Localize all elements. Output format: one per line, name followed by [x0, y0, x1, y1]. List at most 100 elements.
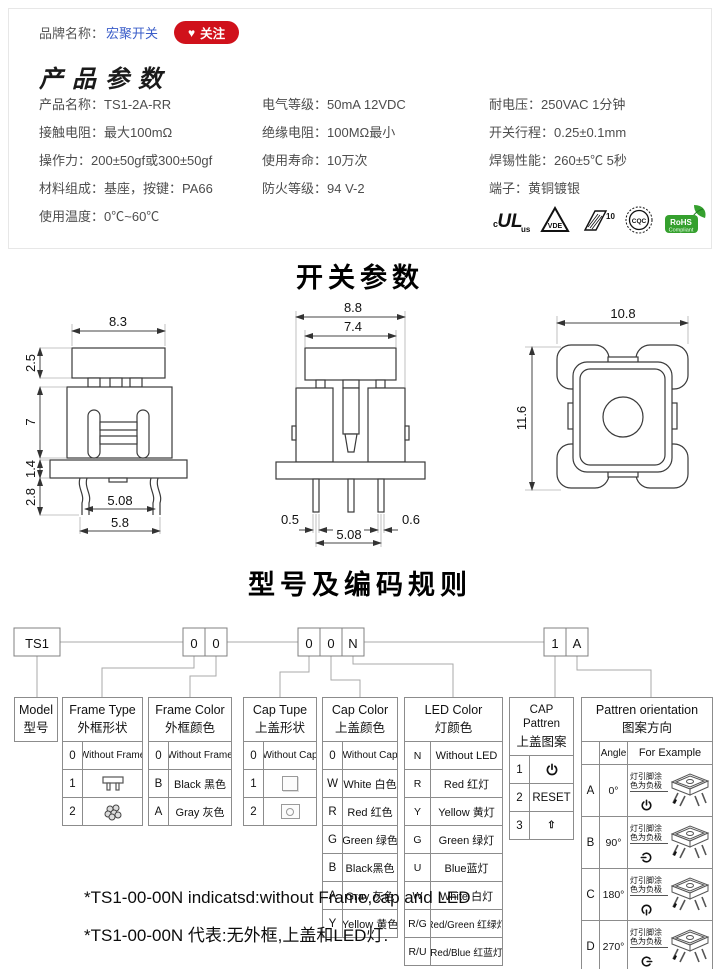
table-row: 3⇧ [510, 811, 573, 839]
switch-example-drawing [670, 773, 710, 807]
code-digit: 0 [212, 636, 219, 651]
dim-label: 0.5 [281, 512, 299, 527]
dim-label: 5.08 [107, 493, 132, 508]
dim-label: 2.8 [25, 488, 38, 506]
svg-text:Compliant: Compliant [669, 228, 694, 234]
dim-label: 0.6 [402, 512, 420, 527]
dim-label: 2.5 [25, 354, 38, 372]
param-item: 电气等级：50mA 12VDC [262, 97, 406, 112]
side-view-drawing: 8.8 7.4 0.5 0.6 5.08 [275, 300, 426, 547]
product-params-grid: 产品名称：TS1-2A-RR 电气等级：50mA 12VDC 耐电压：250VA… [39, 97, 699, 225]
dim-label: 10.8 [610, 306, 635, 321]
led-pin-note: 灯引脚涂色为负极 [630, 876, 668, 896]
footnote-cn: *TS1-00-00N 代表:无外框,上盖和LED灯. [84, 926, 389, 945]
switch-example-drawing [670, 877, 710, 911]
switch-example-drawing [670, 929, 710, 963]
switch-params-heading: 开关参数 [296, 263, 424, 293]
param-item: 绝缘电阻：100MΩ最小 [262, 125, 396, 140]
param-item: 防火等级：94 V-2 [262, 181, 365, 196]
param-item: 接触电阻：最大100mΩ [39, 125, 173, 140]
dim-label: 7.4 [344, 319, 362, 334]
dim-label: 5.08 [336, 527, 361, 542]
led-pin-note: 灯引脚涂色为负极 [630, 772, 668, 792]
param-item: 产品名称：TS1-2A-RR [39, 97, 172, 112]
svg-text:CQC: CQC [632, 218, 647, 225]
svg-text:10: 10 [606, 212, 615, 221]
svg-text:VDE: VDE [548, 223, 563, 230]
product-params-title: 产品参数 [39, 64, 171, 93]
square-cap-icon [282, 776, 298, 791]
dim-label: 8.3 [109, 314, 127, 329]
footnotes: *TS1-00-00N indicatsd:without Frame,cap … [84, 888, 470, 959]
coding-diagram: TS1 0 0 0 0 N 1 A [13, 627, 652, 697]
vde-icon: VDE [540, 205, 570, 232]
round-hole-cap-icon [280, 804, 300, 819]
frame-style-1-icon [101, 776, 124, 791]
power-icon [546, 763, 557, 775]
code-digit: N [348, 636, 357, 651]
power-icon [640, 852, 652, 863]
rohs-icon: RoHS Compliant [665, 205, 706, 234]
brand-row: 品牌名称： 宏聚开关 ♥ 关注 [39, 21, 240, 44]
orientation-row: D 270° 灯引脚涂色为负极 [582, 920, 712, 969]
param-item: 耐电压：250VAC 1分钟 [489, 97, 626, 112]
param-item: 操作力：200±50gf或300±50gf [39, 153, 213, 168]
svg-text:RoHS: RoHS [670, 218, 692, 227]
arrow-up-icon: ⇧ [547, 820, 556, 831]
code-digit: 0 [305, 636, 312, 651]
code-digit: 0 [327, 636, 334, 651]
dim-label: 5.8 [111, 515, 129, 530]
front-view-drawing: 8.3 5.08 5.8 2.5 7 1.4 2.8 [25, 314, 188, 534]
dim-label: 8.8 [344, 300, 362, 315]
param-item: 使用寿命：10万次 [262, 153, 368, 168]
table-row: 2 [244, 797, 316, 825]
dim-label: 11.6 [514, 406, 529, 430]
brand-link[interactable]: 宏聚开关 [106, 26, 159, 41]
dim-label: 1.4 [25, 460, 38, 478]
frame-style-2-icon [104, 804, 121, 820]
table-row: 1 [510, 756, 573, 783]
param-item: 材料组成：基座，按键：PA66 [39, 181, 213, 196]
certification-icons: c UL us VDE 10 CQC RoHS [491, 204, 709, 236]
code-model: TS1 [25, 636, 49, 651]
follow-button[interactable]: ♥ 关注 [174, 21, 240, 44]
svg-text:UL: UL [497, 211, 522, 232]
dim-label: 7 [25, 418, 38, 425]
enec10-icon: 10 [583, 210, 615, 231]
coding-rules-heading: 型号及编码规则 [248, 570, 472, 600]
ul-icon: c UL us [493, 211, 531, 234]
product-params-card: 品牌名称： 宏聚开关 ♥ 关注 产品参数 产品名称：TS1-2A-RR 电气等级… [8, 8, 712, 249]
model-table: Model 型号 [14, 697, 58, 742]
param-item: 端子：黄铜镀银 [489, 181, 581, 196]
switch-example-drawing [670, 825, 710, 859]
heart-icon: ♥ [188, 25, 196, 40]
table-row: 2 [63, 797, 142, 825]
orientation-subheader: Angle For Example [582, 742, 712, 765]
orientation-row: B 90° 灯引脚涂色为负极 [582, 816, 712, 868]
param-item: 焊锡性能：260±5℃ 5秒 [489, 153, 627, 168]
svg-text:c: c [493, 219, 498, 229]
code-digit: 1 [551, 636, 558, 651]
led-pin-note: 灯引脚涂色为负极 [630, 824, 668, 844]
led-pin-note: 灯引脚涂色为负极 [630, 928, 668, 948]
svg-text:us: us [521, 225, 531, 234]
